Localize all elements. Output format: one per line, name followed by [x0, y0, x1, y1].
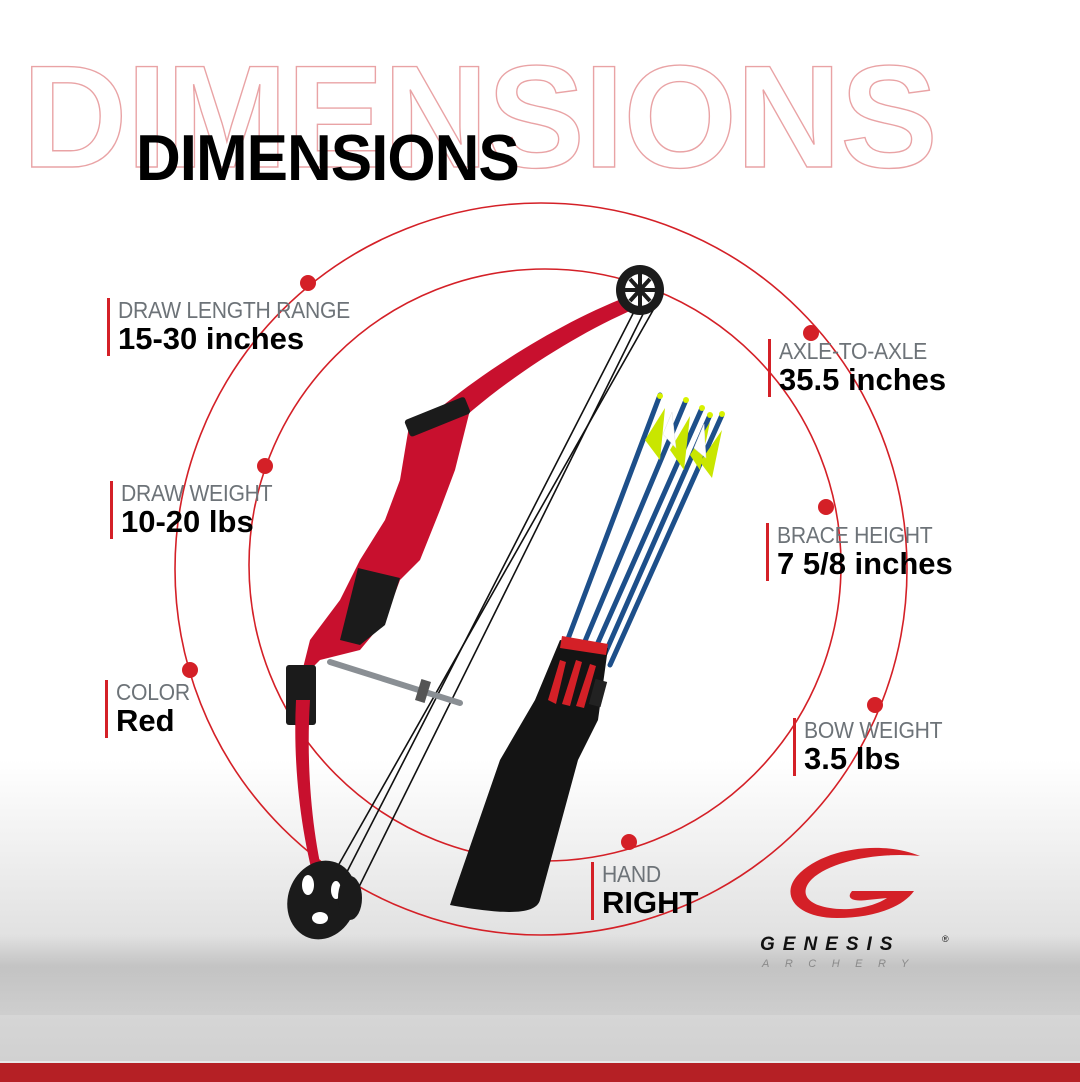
bow-lower-limb-icon [295, 700, 333, 915]
spec-label: AXLE-TO-AXLE [779, 338, 928, 364]
spec-label: DRAW WEIGHT [121, 480, 273, 506]
spec-value: Red [116, 703, 175, 738]
background-archers-scene [0, 935, 1080, 1015]
genesis-g-icon [790, 847, 920, 918]
spec-value: 3.5 lbs [804, 741, 901, 776]
bow-riser-icon [300, 410, 470, 680]
marker-dot-axle [803, 325, 819, 341]
spec-color: COLOR Red [105, 680, 196, 738]
spec-value: 10-20 lbs [121, 504, 254, 539]
spec-value: 35.5 inches [779, 362, 947, 397]
marker-dot-draw-length [300, 275, 316, 291]
arrow-rest-rod-icon [327, 659, 463, 706]
bottom-cam-icon [287, 860, 362, 940]
quiver-icon [450, 636, 608, 912]
spec-label: DRAW LENGTH RANGE [118, 297, 351, 323]
bow-strings-icon [329, 297, 661, 906]
arrows-icon [557, 392, 725, 668]
bow-grip-icon [340, 568, 400, 645]
spec-value: 7 5/8 inches [777, 546, 953, 581]
spec-label: BRACE HEIGHT [777, 522, 933, 548]
bow-upper-limb-icon [420, 292, 646, 440]
spec-value: 15-30 inches [118, 321, 305, 356]
spec-label: BOW WEIGHT [804, 717, 943, 743]
top-cam-icon [616, 265, 664, 315]
spec-label: HAND [602, 861, 661, 887]
spec-value: RIGHT [602, 885, 699, 920]
marker-dot-draw-weight [257, 458, 273, 474]
registered-mark: ® [942, 934, 949, 944]
marker-dot-brace [818, 499, 834, 515]
spec-axle-to-axle: AXLE-TO-AXLE 35.5 inches [768, 339, 946, 397]
marker-dot-hand [621, 834, 637, 850]
limb-pocket-top [404, 397, 471, 437]
spec-draw-length: DRAW LENGTH RANGE 15-30 inches [107, 298, 370, 356]
brand-subtitle: ARCHERY [762, 958, 924, 970]
page-title: DIMENSIONS [136, 122, 520, 195]
marker-dot-bow-weight [867, 697, 883, 713]
spec-bow-weight: BOW WEIGHT 3.5 lbs [793, 718, 954, 776]
spec-label: COLOR [116, 679, 190, 705]
spec-hand: HAND RIGHT [591, 862, 698, 920]
marker-dot-color [182, 662, 198, 678]
bottom-red-band [0, 1061, 1080, 1082]
background-title-outline: DIMENSIONS [21, 35, 938, 198]
spec-brace-height: BRACE HEIGHT 7 5/8 inches [766, 523, 953, 581]
outer-ring [174, 202, 908, 936]
genesis-archery-logo: GENESIS ® ARCHERY [752, 846, 962, 976]
spec-draw-weight: DRAW WEIGHT 10-20 lbs [110, 481, 286, 539]
brand-name: GENESIS [760, 934, 901, 955]
